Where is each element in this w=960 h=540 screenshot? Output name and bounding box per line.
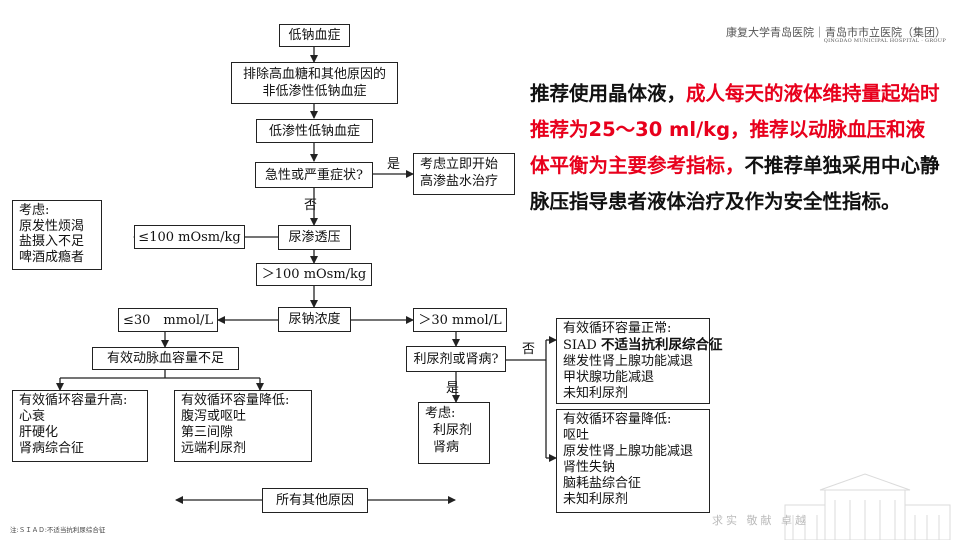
node-text: 盐摄入不足	[19, 234, 85, 249]
node-hyponatremia: 低钠血症	[279, 24, 350, 47]
node-osm-le-100: ≤100 mOsm/kg	[134, 225, 245, 249]
node-text: 所有其他原因	[275, 493, 354, 508]
node-text: 考虑立即开始	[420, 157, 499, 172]
label-yes-2: 是	[446, 381, 460, 396]
node-text: ＞30 mmol/L	[418, 312, 502, 328]
node-text: SIAD 不适当抗利尿综合征	[563, 337, 722, 354]
para-normal-2: 不推荐单独采用中心静脉压指导患者液体治疗及作为安全性指标。	[530, 154, 940, 213]
node-volume-decreased-right: 有效循环容量降低: 呕吐 原发性肾上腺功能减退 肾性失钠 脑耗盐综合征 未知利尿…	[556, 409, 710, 513]
node-text: 肾性失钠	[563, 460, 616, 475]
node-volume-increased: 有效循环容量升高: 心衰 肝硬化 肾病综合征	[12, 390, 148, 462]
label-yes: 是	[387, 157, 401, 172]
siad-abbr: SIAD	[563, 338, 601, 353]
node-osm-gt-100: ＞100 mOsm/kg	[256, 263, 372, 286]
logo-text: 康复大学青岛医院｜青岛市市立医院（集团）	[726, 26, 946, 39]
node-text: 低钠血症	[288, 28, 341, 43]
node-text: ≤100 mOsm/kg	[138, 229, 241, 245]
node-text: 腹泻或呕吐	[181, 409, 247, 424]
node-urine-sodium: 尿钠浓度	[278, 307, 351, 332]
node-all-other-causes: 所有其他原因	[262, 488, 368, 513]
node-text: 排除高血糖和其他原因的	[242, 67, 386, 82]
node-text: 未知利尿剂	[563, 492, 629, 507]
node-text: 原发性烦渴	[19, 218, 85, 234]
node-text: 肾病	[433, 440, 460, 455]
node-volume-decreased-left: 有效循环容量降低: 腹泻或呕吐 第三间隙 远端利尿剂	[174, 390, 312, 462]
recommendation-paragraph: 推荐使用晶体液，成人每天的液体维持量起始时推荐为25～30 ml/kg，推荐以动…	[530, 76, 940, 220]
node-text: 啤酒成瘾者	[19, 249, 85, 265]
node-urine-osmolality: 尿渗透压	[278, 225, 351, 250]
node-na-le-30: ≤30 mmol/L	[118, 308, 218, 332]
node-text: 远端利尿剂	[181, 441, 247, 456]
building-watermark-icon	[784, 473, 951, 540]
logo-subtext: QINGDAO MUNICIPAL HOSPITAL · GROUP	[823, 38, 946, 44]
node-diuretic-or-kidney: 利尿剂或肾病?	[406, 346, 506, 372]
node-text: 尿钠浓度	[288, 312, 341, 327]
node-acute-severe-symptoms: 急性或严重症状?	[255, 162, 373, 188]
label-no: 否	[304, 198, 318, 213]
node-text: 急性或严重症状?	[265, 167, 363, 183]
node-text: 尿渗透压	[288, 230, 341, 245]
node-text: 脑耗盐综合征	[563, 476, 642, 491]
node-hypertonic-saline: 考虑立即开始 高渗盐水治疗	[413, 153, 515, 195]
node-text: 呕吐	[563, 428, 590, 443]
node-text: 考虑:	[425, 406, 456, 421]
para-normal-1: 推荐使用晶体液，	[530, 82, 687, 105]
node-text: 有效循环容量降低:	[563, 412, 672, 427]
node-consider-polydipsia: 考虑: 原发性烦渴 盐摄入不足 啤酒成瘾者	[12, 200, 102, 270]
node-text: 继发性肾上腺功能减退	[563, 354, 694, 369]
siad-full-name: 不适当抗利尿综合征	[600, 337, 723, 353]
node-text: 有效循环容量升高:	[19, 393, 128, 408]
para-highlight: 成人每天的液体维持量起始时推荐为25～30 ml/kg，推荐以动脉血压和液体平衡…	[530, 82, 940, 177]
node-text: 有效循环容量正常:	[563, 321, 672, 336]
node-text: ≤30 mmol/L	[122, 312, 214, 328]
node-text: 利尿剂或肾病?	[413, 351, 499, 367]
node-text: 原发性肾上腺功能减退	[563, 444, 694, 459]
node-text: 心衰	[19, 409, 46, 424]
label-no-2: 否	[522, 342, 536, 357]
node-text: 第三间隙	[181, 425, 234, 440]
node-consider-diuretic: 考虑: 利尿剂 肾病	[418, 402, 490, 464]
hospital-logo: 康复大学青岛医院｜青岛市市立医院（集团） QINGDAO MUNICIPAL H…	[726, 24, 946, 46]
node-text: 甲状腺功能减退	[563, 370, 655, 385]
node-text: 有效动脉血容量不足	[106, 351, 224, 366]
node-text: 肾病综合征	[19, 441, 85, 456]
node-text: 未知利尿剂	[563, 386, 629, 401]
hospital-motto: 求实 敬献 卓越	[712, 514, 809, 527]
node-text: 利尿剂	[433, 423, 473, 438]
node-text: ＞100 mOsm/kg	[261, 267, 367, 282]
node-hypotonic-hyponatremia: 低渗性低钠血症	[256, 119, 373, 143]
node-effective-arterial-volume-low: 有效动脉血容量不足	[92, 347, 239, 370]
node-text: 肝硬化	[19, 425, 59, 440]
node-text: 高渗盐水治疗	[420, 174, 499, 189]
node-text: 考虑:	[19, 203, 50, 218]
footnote: 注:ＳＩＡＤ:不适当抗利尿综合征	[10, 526, 106, 534]
node-volume-normal: 有效循环容量正常: SIAD 不适当抗利尿综合征 继发性肾上腺功能减退 甲状腺功…	[556, 318, 722, 404]
node-na-gt-30: ＞30 mmol/L	[413, 308, 507, 332]
node-exclude-nonhypotonic: 排除高血糖和其他原因的 非低渗性低钠血症	[231, 62, 398, 104]
node-text: 低渗性低钠血症	[268, 123, 360, 139]
node-text: 有效循环容量降低:	[181, 393, 290, 408]
node-text: 非低渗性低钠血症	[262, 84, 367, 99]
